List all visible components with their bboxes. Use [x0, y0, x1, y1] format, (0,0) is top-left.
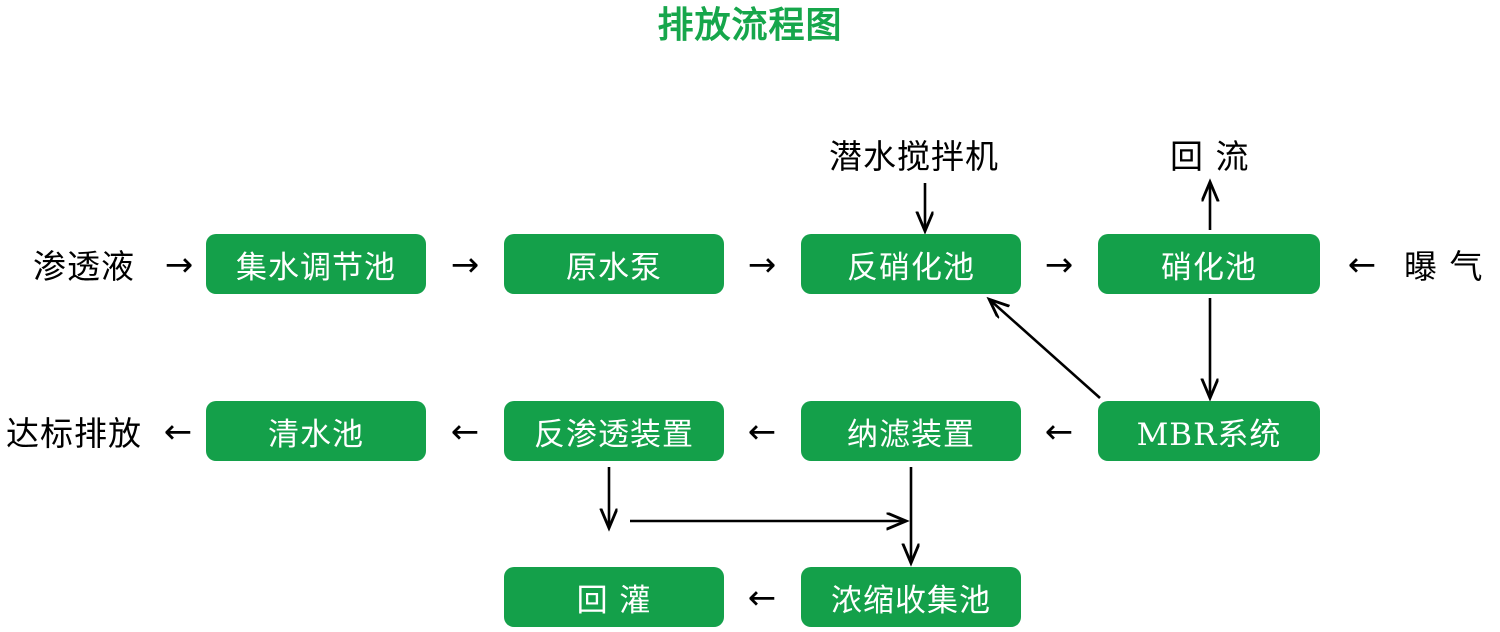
arrow-icon-a6: ←: [1044, 412, 1074, 452]
process-node-n1[interactable]: 集水调节池: [206, 234, 426, 294]
process-node-n9[interactable]: 浓缩收集池: [801, 567, 1021, 627]
process-node-n7[interactable]: 反渗透装置: [504, 401, 724, 461]
arrow-icon-a2: →: [450, 245, 480, 285]
process-node-n5[interactable]: MBR系统: [1098, 401, 1320, 461]
process-node-n2[interactable]: 原水泵: [504, 234, 724, 294]
flow-label-l2: 潜水搅拌机: [829, 137, 999, 176]
process-node-n4[interactable]: 硝化池: [1098, 234, 1320, 294]
arrow-icon-a8: ←: [450, 412, 480, 452]
flow-label-l3: 回 流: [1170, 137, 1250, 176]
arrow-icon-a5: ←: [1347, 245, 1377, 285]
flow-label-l5: 达标排放: [6, 414, 142, 453]
arrow-icon-a1: →: [164, 245, 194, 285]
arrow-icon-a7: ←: [747, 412, 777, 452]
arrow-icon-a9: ←: [163, 412, 193, 452]
page-title: 排放流程图: [657, 4, 843, 45]
connector-mbr-to-denitrification: [990, 300, 1101, 399]
process-node-n6[interactable]: 纳滤装置: [801, 401, 1021, 461]
process-node-n3[interactable]: 反硝化池: [801, 234, 1021, 294]
arrow-icon-a4: →: [1044, 245, 1074, 285]
arrow-icon-a3: →: [747, 245, 777, 285]
arrow-icon-a10: ←: [747, 578, 777, 618]
flow-label-l1: 渗透液: [33, 247, 135, 286]
process-node-n8[interactable]: 清水池: [206, 401, 426, 461]
flow-label-l4: 曝 气: [1404, 247, 1484, 286]
process-node-n10[interactable]: 回 灌: [504, 567, 724, 627]
